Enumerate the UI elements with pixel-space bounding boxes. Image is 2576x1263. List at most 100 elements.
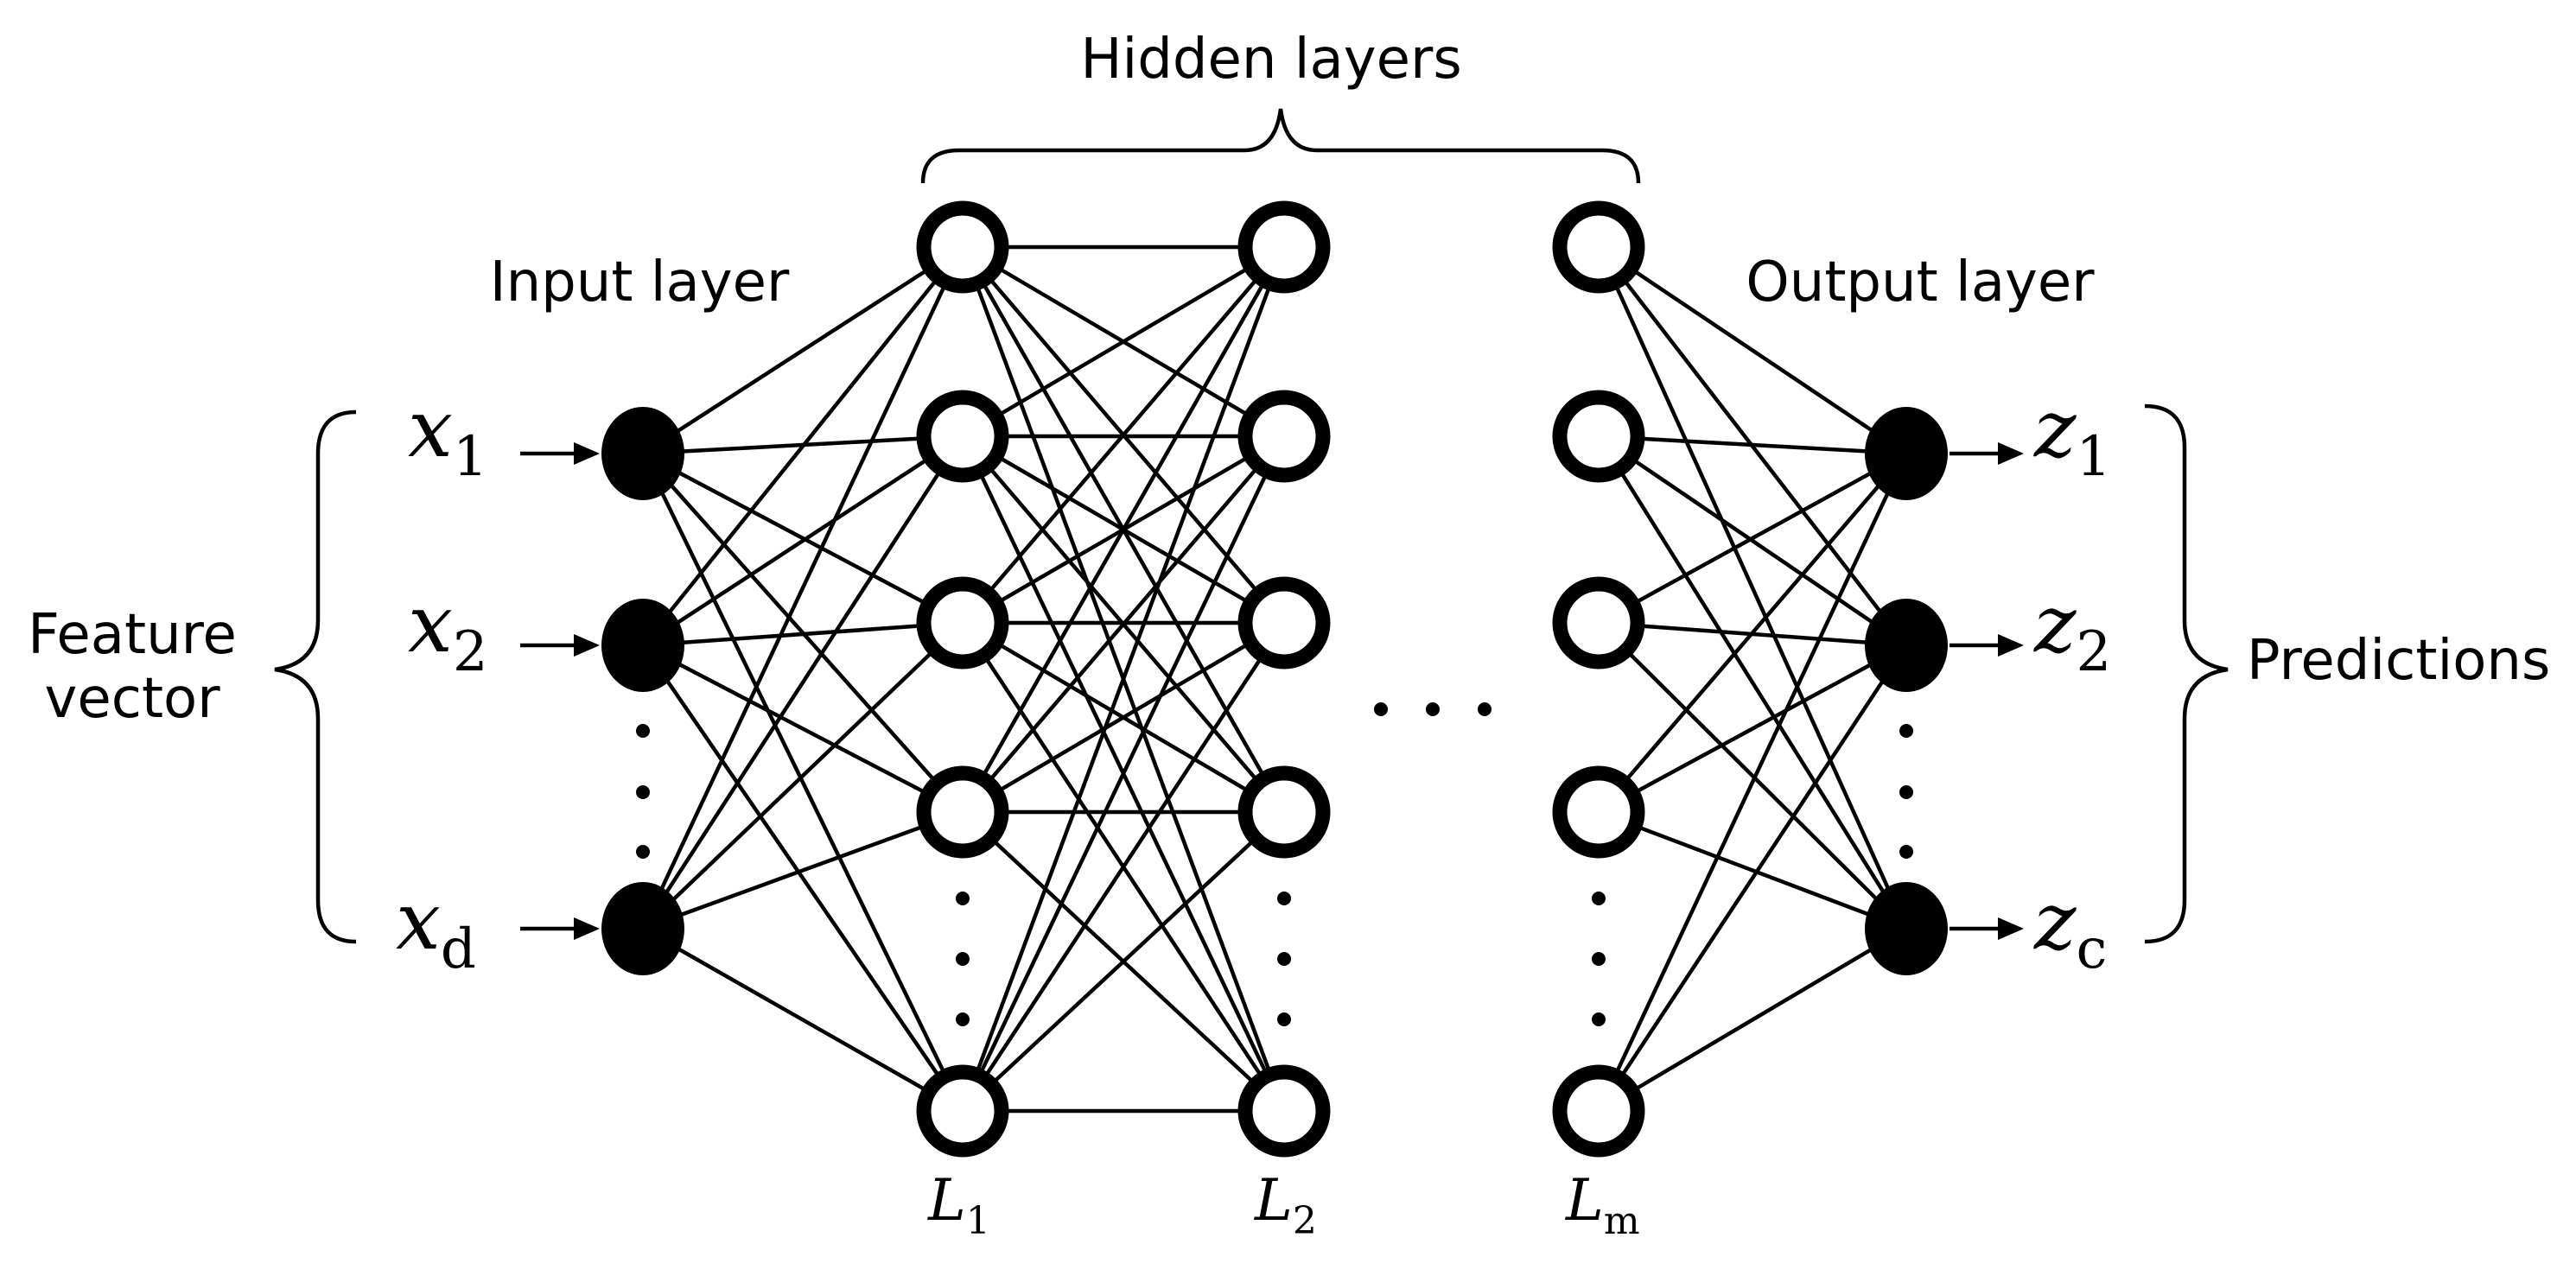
output-label-zc: zc — [2033, 875, 2107, 981]
hidden-layers-brace — [920, 108, 1641, 184]
output-label-z1: z1 — [2033, 383, 2111, 489]
input-ellipsis-dot — [636, 845, 650, 859]
l2-ellipsis-dot — [1277, 952, 1291, 966]
hidden-node-lm — [1552, 1064, 1645, 1158]
hidden-node-l2 — [1237, 576, 1331, 670]
output-node — [1865, 599, 1948, 692]
output-ellipsis-dot — [1899, 724, 1913, 738]
connection-input-to-l1 — [641, 644, 964, 1113]
horizontal-ellipsis — [1374, 702, 1492, 716]
connections — [640, 244, 1909, 1114]
input-label-x1: x1 — [408, 383, 488, 489]
connection-l1-to-l2 — [961, 621, 1286, 1113]
nodes — [601, 200, 1948, 1158]
connection-input-to-l1 — [641, 644, 964, 814]
arrows — [520, 442, 2024, 940]
l1-ellipsis-dot — [956, 1012, 970, 1026]
predictions-brace — [2144, 403, 2229, 944]
connection-lm-to-output — [1597, 621, 1908, 930]
connection-input-to-l1 — [641, 621, 964, 930]
connection-lm-to-output — [1596, 246, 1909, 930]
output-node — [1865, 882, 1948, 975]
connection-lm-to-output — [1597, 927, 1908, 1113]
connection-input-to-l1 — [642, 620, 964, 648]
connection-input-to-l1 — [640, 246, 965, 930]
connection-lm-to-output — [1597, 644, 1908, 1113]
input-node — [601, 882, 684, 975]
input-node — [601, 599, 684, 692]
connection-lm-to-output — [1597, 452, 1908, 814]
connection-lm-to-output — [1597, 435, 1908, 930]
l2-ellipsis-dot — [1277, 892, 1291, 905]
feature-vector-label-line2: vector — [45, 667, 221, 731]
feature-vector-label-line1: Feature — [28, 603, 237, 667]
hidden-node-lm — [1552, 390, 1645, 483]
layer-label-l1: L1 — [927, 1167, 990, 1243]
connection-lm-to-output — [1598, 434, 1907, 456]
input-layer-label: Input layer — [490, 251, 790, 314]
hidden-node-l2 — [1237, 1064, 1331, 1158]
lm-ellipsis-dot — [1592, 952, 1606, 966]
output-arrow — [1949, 442, 2024, 465]
hidden-node-l1 — [916, 765, 1009, 859]
connection-lm-to-output — [1596, 453, 1909, 1112]
connection-input-to-l1 — [641, 435, 964, 930]
connection-input-to-l1 — [641, 927, 964, 1113]
input-ellipsis-dot — [636, 724, 650, 738]
layer-label-lm: Lm — [1565, 1167, 1640, 1243]
connection-lm-to-output — [1598, 809, 1907, 931]
hidden-node-l2 — [1237, 200, 1331, 294]
output-node — [1865, 407, 1948, 500]
connection-lm-to-output — [1597, 644, 1908, 814]
vertical-ellipsis-dots — [636, 724, 1913, 1026]
output-ellipsis-dot — [1899, 785, 1913, 799]
input-arrow — [520, 442, 600, 465]
output-arrow — [1949, 634, 2024, 657]
input-label-xd: xd — [396, 875, 476, 981]
connection-lm-to-output — [1597, 452, 1908, 625]
input-node — [601, 407, 684, 500]
connection-input-to-l1 — [640, 453, 965, 1112]
lm-ellipsis-dot — [1592, 892, 1606, 905]
l2-ellipsis-dot — [1277, 1012, 1291, 1026]
connection-input-to-l1 — [641, 435, 964, 647]
input-label-x2: x2 — [408, 578, 488, 684]
predictions-label: Predictions — [2247, 629, 2550, 693]
hidden-node-l1 — [916, 1064, 1009, 1158]
hidden-node-l1 — [916, 576, 1009, 670]
hidden-node-l2 — [1237, 765, 1331, 859]
connection-input-to-l1 — [641, 452, 964, 625]
hidden-node-lm — [1552, 200, 1645, 294]
l1-ellipsis-dot — [956, 892, 970, 905]
feature-vector-brace — [274, 409, 357, 944]
connection-l1-to-l2 — [961, 621, 1286, 814]
connection-input-to-l1 — [641, 245, 964, 455]
hidden-node-lm — [1552, 576, 1645, 670]
connection-l1-to-l2 — [960, 435, 1287, 1112]
connection-input-to-l1 — [642, 809, 964, 931]
hidden-node-l1 — [916, 200, 1009, 294]
hidden-node-l1 — [916, 390, 1009, 483]
output-ellipsis-dot — [1899, 845, 1913, 859]
input-arrow — [520, 634, 600, 657]
hidden-layers-label: Hidden layers — [1080, 28, 1461, 92]
connection-l1-to-l2 — [960, 246, 1287, 1112]
output-layer-label: Output layer — [1746, 251, 2095, 314]
output-arrow — [1949, 917, 2024, 940]
connection-input-to-l1 — [641, 245, 964, 647]
connection-lm-to-output — [1597, 245, 1908, 455]
l1-ellipsis-dot — [956, 952, 970, 966]
input-ellipsis-dot — [636, 785, 650, 799]
layer-label-l2: L2 — [1254, 1167, 1317, 1243]
connection-l1-to-l2 — [961, 435, 1286, 814]
connection-l1-to-l2 — [961, 810, 1286, 1113]
output-label-z2: z2 — [2033, 578, 2111, 684]
connection-l1-to-l2 — [961, 245, 1286, 438]
connection-l1-to-l2 — [961, 245, 1286, 814]
connection-lm-to-output — [1597, 435, 1908, 647]
input-arrow — [520, 917, 600, 940]
hidden-node-lm — [1552, 765, 1645, 859]
connection-l1-to-l2 — [961, 245, 1286, 625]
hidden-node-l2 — [1237, 390, 1331, 483]
